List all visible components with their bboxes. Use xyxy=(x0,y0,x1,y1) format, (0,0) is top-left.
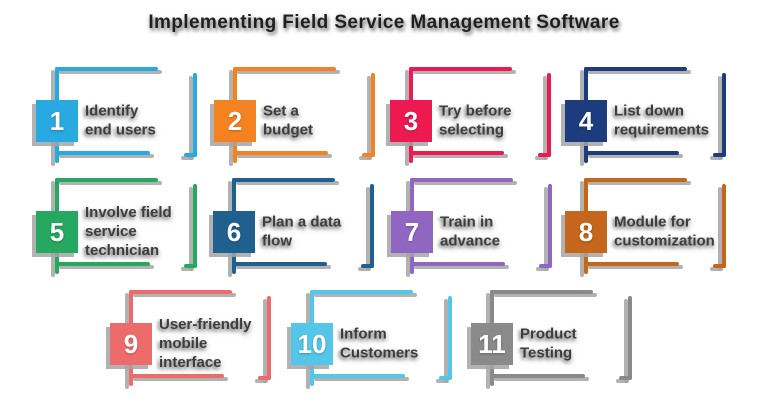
bracket-close-line xyxy=(362,73,375,157)
bracket-close-line xyxy=(439,296,452,380)
step-label: Train in advance xyxy=(440,213,501,249)
step-item-7: 7 Train in advance xyxy=(391,178,556,290)
bracket-close-line xyxy=(713,73,726,157)
step-item-10: 10 Inform Customers xyxy=(291,290,456,402)
bracket-top-line xyxy=(490,290,593,294)
step-number-badge: 4 xyxy=(565,100,607,142)
step-number-badge: 11 xyxy=(471,323,513,365)
bracket-bottom-line xyxy=(55,262,150,266)
bracket-top-line xyxy=(55,67,158,71)
bracket-foot xyxy=(184,264,197,268)
step-item-3: 3 Try before selecting xyxy=(390,67,555,179)
bracket-foot xyxy=(539,264,552,268)
bracket-bottom-line xyxy=(310,374,405,378)
bracket-close-line xyxy=(713,184,726,268)
step-label: Try before selecting xyxy=(439,102,512,138)
step-number-badge: 8 xyxy=(565,211,607,253)
step-number-badge: 7 xyxy=(391,211,433,253)
step-label: Plan a data flow xyxy=(262,213,342,249)
step-number-badge: 2 xyxy=(214,100,256,142)
bracket-foot xyxy=(619,376,632,380)
step-item-9: 9 User-friendly mobile interface xyxy=(110,290,275,402)
step-item-2: 2 Set a budget xyxy=(214,67,379,179)
bracket-top-line xyxy=(233,67,336,71)
bracket-top-line xyxy=(584,67,687,71)
step-item-4: 4 List down requirements xyxy=(565,67,730,179)
bracket-foot xyxy=(184,153,197,157)
step-number-badge: 5 xyxy=(36,211,78,253)
step-item-6: 6 Plan a data flow xyxy=(213,178,378,290)
bracket-top-line xyxy=(410,178,513,182)
step-number-badge: 10 xyxy=(291,323,333,365)
bracket-bottom-line xyxy=(490,374,585,378)
bracket-foot xyxy=(362,153,375,157)
bracket-foot xyxy=(538,153,551,157)
step-label: Inform Customers xyxy=(340,325,419,361)
step-item-1: 1 Identify end users xyxy=(36,67,201,179)
bracket-top-line xyxy=(55,178,158,182)
step-item-8: 8 Module for customization xyxy=(565,178,730,290)
step-item-11: 11 Product Testing xyxy=(471,290,636,402)
bracket-close-line xyxy=(539,184,552,268)
step-item-5: 5 Involve field service technician xyxy=(36,178,201,290)
bracket-close-line xyxy=(619,296,632,380)
bracket-bottom-line xyxy=(232,262,327,266)
bracket-close-line xyxy=(184,73,197,157)
bracket-bottom-line xyxy=(584,262,679,266)
step-number-badge: 3 xyxy=(390,100,432,142)
bracket-foot xyxy=(713,153,726,157)
bracket-foot xyxy=(258,376,271,380)
bracket-close-line xyxy=(538,73,551,157)
step-label: Product Testing xyxy=(520,325,577,361)
bracket-bottom-line xyxy=(129,374,224,378)
bracket-bottom-line xyxy=(409,151,504,155)
step-label: Set a budget xyxy=(263,102,313,138)
step-label: List down requirements xyxy=(614,102,710,138)
step-label: Module for customization xyxy=(614,213,715,249)
step-label: Involve field service technician xyxy=(85,203,172,259)
step-number-badge: 9 xyxy=(110,323,152,365)
bracket-top-line xyxy=(584,178,687,182)
bracket-bottom-line xyxy=(233,151,328,155)
bracket-bottom-line xyxy=(584,151,679,155)
bracket-bottom-line xyxy=(55,151,150,155)
step-label: User-friendly mobile interface xyxy=(159,315,252,371)
step-number-badge: 6 xyxy=(213,211,255,253)
bracket-bottom-line xyxy=(410,262,505,266)
bracket-top-line xyxy=(129,290,232,294)
bracket-top-line xyxy=(232,178,335,182)
bracket-top-line xyxy=(310,290,413,294)
step-number-badge: 1 xyxy=(36,100,78,142)
bracket-foot xyxy=(713,264,726,268)
bracket-close-line xyxy=(184,184,197,268)
bracket-foot xyxy=(439,376,452,380)
bracket-close-line xyxy=(258,296,271,380)
page-title: Implementing Field Service Management So… xyxy=(148,12,620,33)
bracket-close-line xyxy=(361,184,374,268)
bracket-foot xyxy=(361,264,374,268)
bracket-top-line xyxy=(409,67,512,71)
step-label: Identify end users xyxy=(85,102,156,138)
